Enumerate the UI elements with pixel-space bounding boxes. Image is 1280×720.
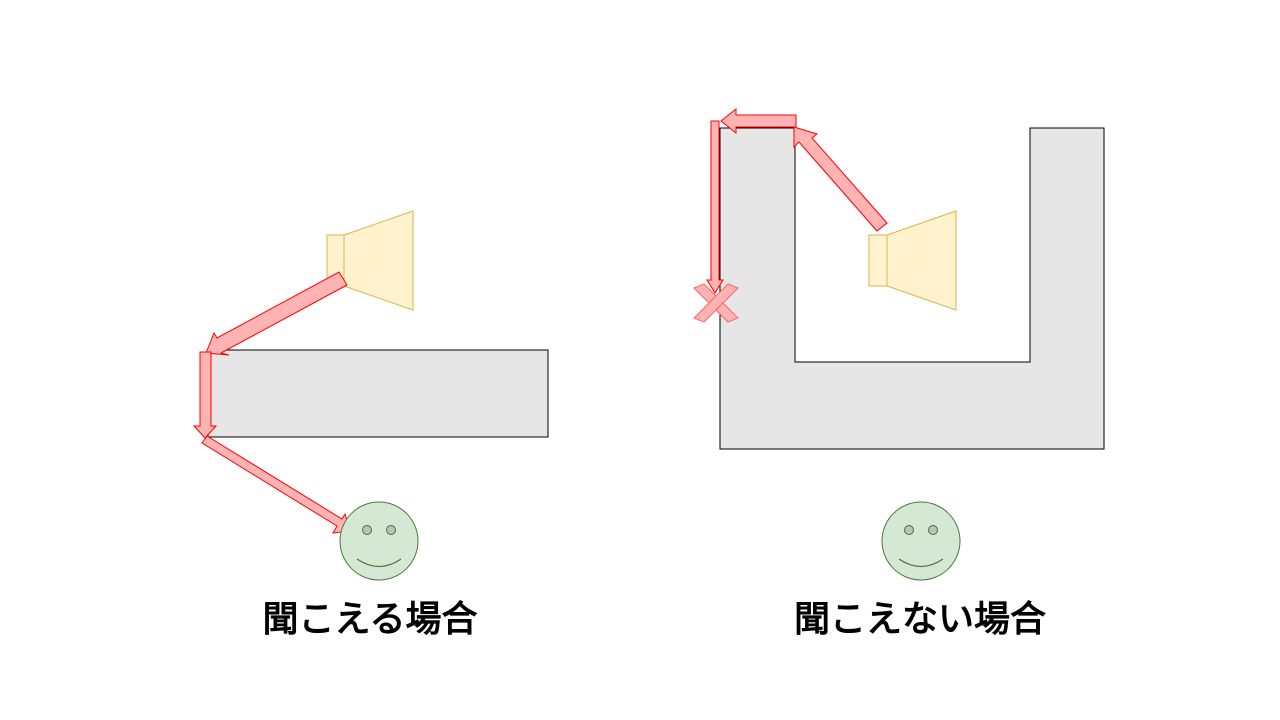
audible-scene — [192, 210, 549, 581]
smiley-face-icon — [339, 501, 419, 581]
caption-inaudible: 聞こえない場合 — [793, 599, 1046, 640]
sound-arrow — [201, 435, 351, 534]
caption-audible: 聞こえる場合 — [262, 599, 478, 640]
speaker-icon — [326, 210, 414, 311]
speaker-icon — [868, 210, 957, 311]
wall — [207, 349, 549, 438]
smiley-face-icon — [881, 501, 961, 581]
sound-arrow — [192, 351, 218, 439]
cross-mark-icon — [693, 283, 739, 323]
sound-arrow — [706, 120, 724, 294]
sound-arrow — [720, 107, 797, 135]
inaudible-scene — [693, 107, 1105, 581]
sound-arrow — [793, 126, 888, 232]
wall — [719, 127, 1105, 450]
sound-arrow — [205, 271, 348, 356]
